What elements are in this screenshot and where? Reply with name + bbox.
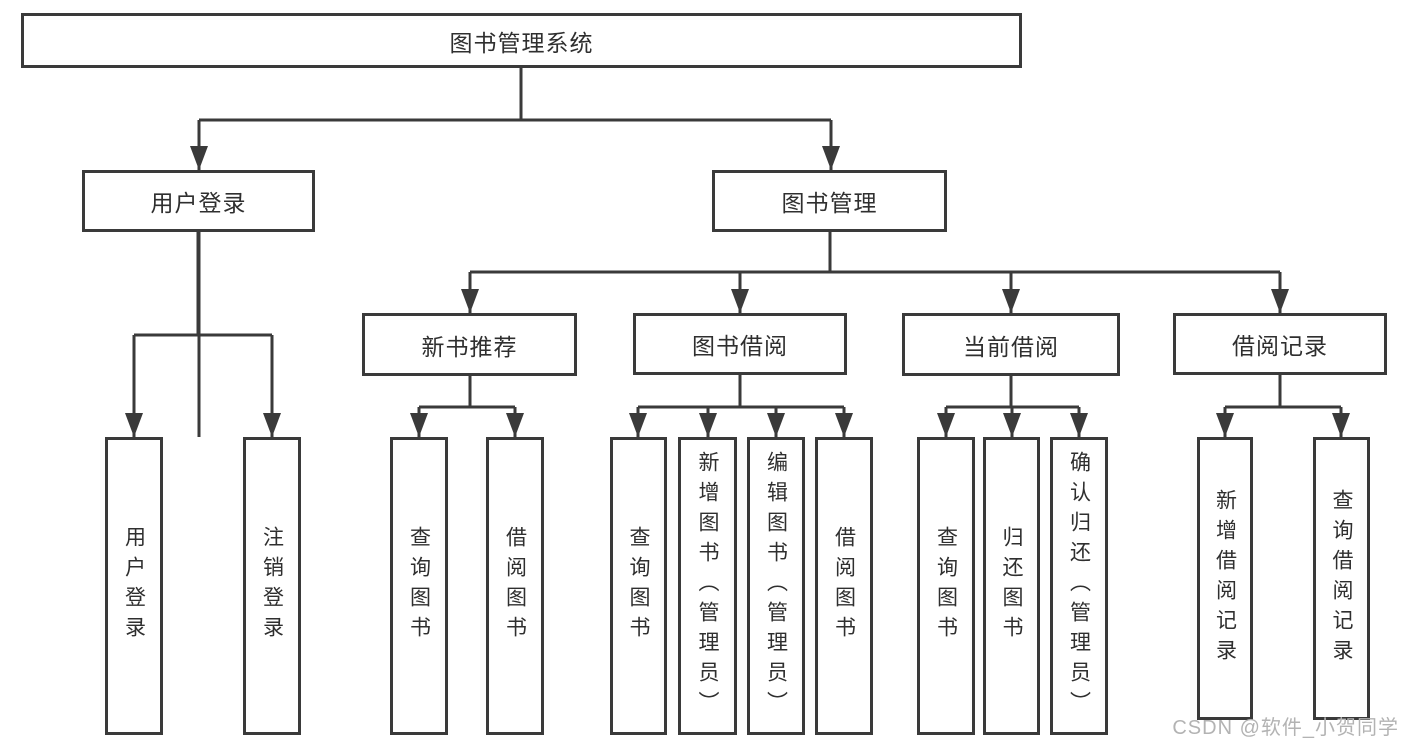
- leaf-newbook-query-label: 查询图书: [407, 526, 431, 646]
- node-user-login-label: 用户登录: [150, 190, 247, 216]
- leaf-current-query: 查询图书: [917, 437, 975, 735]
- leaf-borrow-edit-admin: 编辑图书（管理员）: [747, 437, 805, 735]
- node-user-login: 用户登录: [82, 170, 315, 232]
- leaf-borrow-query: 查询图书: [610, 437, 667, 735]
- leaf-borrow-edit-admin-label: 编辑图书（管理员）: [764, 451, 788, 721]
- connector-userlogin-children: [132, 232, 274, 437]
- connector-root-to-level2: [197, 68, 833, 437]
- leaf-borrow-book-label: 借阅图书: [832, 526, 856, 646]
- leaf-current-confirm-admin: 确认归还（管理员）: [1050, 437, 1108, 735]
- node-current-borrow-label: 当前借阅: [963, 333, 1059, 360]
- leaf-record-query: 查询借阅记录: [1313, 437, 1370, 720]
- node-book-management: 图书管理: [712, 170, 947, 232]
- leaf-borrow-book: 借阅图书: [815, 437, 873, 735]
- leaf-current-query-label: 查询图书: [934, 526, 958, 646]
- leaf-borrow-add-admin-label: 新增图书（管理员）: [696, 451, 719, 721]
- connector-borrow-children: [636, 375, 846, 437]
- leaf-current-confirm-admin-label: 确认归还（管理员）: [1067, 451, 1091, 721]
- node-borrow-records: 借阅记录: [1173, 313, 1387, 375]
- leaf-newbook-borrow: 借阅图书: [486, 437, 544, 735]
- leaf-newbook-borrow-label: 借阅图书: [503, 526, 527, 646]
- leaf-borrow-query-label: 查询图书: [627, 526, 650, 646]
- leaf-record-add-label: 新增借阅记录: [1213, 488, 1237, 669]
- leaf-user-login-label: 用户登录: [122, 526, 146, 646]
- connector-bookmgmt-to-level3: [468, 232, 1282, 313]
- leaf-current-return-label: 归还图书: [1000, 526, 1023, 646]
- leaf-borrow-add-admin: 新增图书（管理员）: [678, 437, 737, 735]
- node-borrow-records-label: 借阅记录: [1232, 333, 1328, 359]
- leaf-logout-label: 注销登录: [260, 526, 284, 646]
- leaf-logout: 注销登录: [243, 437, 301, 735]
- arrowheads: [125, 146, 1350, 437]
- leaf-current-return: 归还图书: [983, 437, 1040, 735]
- node-new-book-recommend-label: 新书推荐: [421, 333, 518, 360]
- node-current-borrow: 当前借阅: [902, 313, 1120, 376]
- connector-records-children: [1223, 375, 1343, 437]
- leaf-record-add: 新增借阅记录: [1197, 437, 1253, 720]
- node-book-borrow: 图书借阅: [633, 313, 847, 375]
- node-book-management-label: 图书管理: [781, 190, 878, 216]
- leaf-record-query-label: 查询借阅记录: [1330, 488, 1353, 669]
- node-new-book-recommend: 新书推荐: [362, 313, 577, 376]
- leaf-user-login: 用户登录: [105, 437, 163, 735]
- node-root-label: 图书管理系统: [449, 29, 594, 56]
- connector-newbook-children: [417, 376, 517, 437]
- node-root: 图书管理系统: [21, 13, 1022, 68]
- leaf-newbook-query: 查询图书: [390, 437, 448, 735]
- node-book-borrow-label: 图书借阅: [692, 333, 788, 359]
